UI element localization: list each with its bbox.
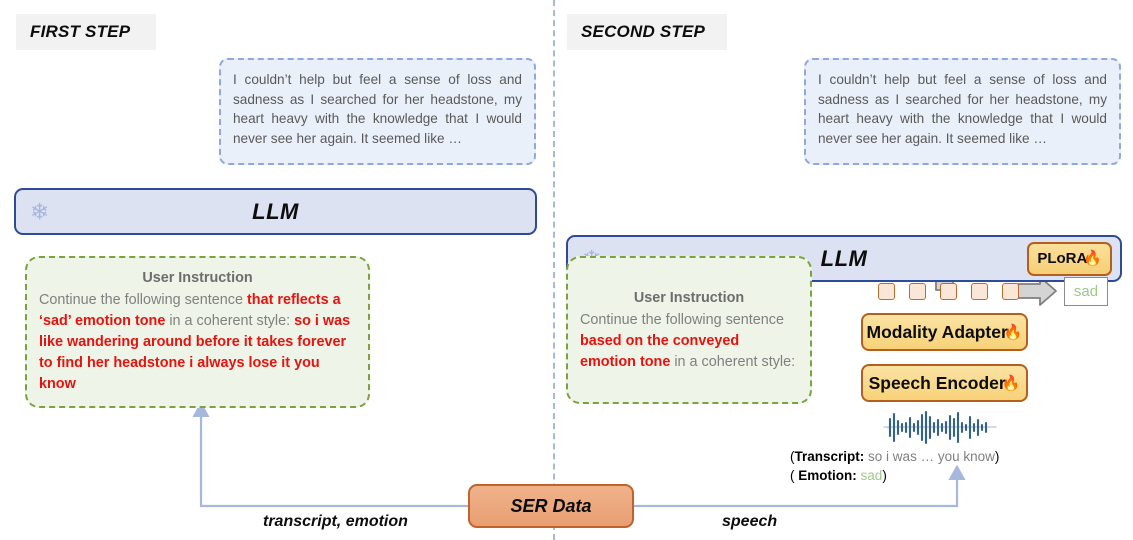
token-square: [878, 283, 895, 300]
left-instruction-seg3: in a coherent style:: [165, 313, 295, 329]
first-step-label: FIRST STEP: [16, 14, 156, 50]
token-square: [1002, 283, 1019, 300]
audio-waveform-icon: [883, 410, 997, 445]
transcript-caption: (Transcript: so i was … you know): [790, 447, 999, 466]
token-square: [909, 283, 926, 300]
token-square: [971, 283, 988, 300]
caption-open-paren: (: [790, 449, 795, 464]
modality-adapter-block: Modality Adapter 🔥: [861, 313, 1028, 351]
plora-badge-label: PLoRA: [1037, 250, 1088, 267]
left-llm-title: LLM: [252, 198, 299, 224]
plora-badge[interactable]: PLoRA 🔥: [1027, 241, 1112, 276]
transcript-key: Transcript:: [794, 449, 865, 464]
right-flow-label: speech: [722, 513, 778, 530]
ser-data-block: SER Data: [468, 484, 634, 528]
emotion-caption: ( Emotion: sad): [790, 466, 999, 485]
right-user-instruction-box: User Instruction Continue the following …: [566, 256, 812, 404]
modality-token-row: [878, 283, 1019, 300]
second-step-label: SECOND STEP: [567, 14, 727, 50]
right-instruction-highlight: based on the conveyed emotion tone: [580, 332, 740, 370]
modality-adapter-label: Modality Adapter: [866, 321, 1008, 342]
left-instruction-seg1: Continue the following sentence: [39, 292, 248, 308]
snowflake-icon: ❄: [30, 198, 50, 224]
step-divider: [553, 0, 555, 540]
caption-close-paren: ): [882, 468, 887, 483]
emotion-key: Emotion:: [798, 468, 857, 483]
left-flow-label: transcript, emotion: [263, 513, 408, 530]
flame-icon: 🔥: [1083, 250, 1102, 267]
right-instruction-title: User Instruction: [633, 289, 745, 306]
left-instruction-highlight-2: so i was like wandering around before it…: [39, 313, 351, 392]
connector-ser-to-left-instruction: [192, 401, 468, 508]
left-user-instruction-box: User Instruction Continue the following …: [25, 256, 370, 408]
left-llm-block: ❄ LLM: [14, 188, 537, 235]
right-instruction-seg3: in a coherent style:: [670, 353, 796, 370]
right-llm-output-box: I couldn’t help but feel a sense of loss…: [804, 58, 1121, 165]
speech-encoder-block: Speech Encoder 🔥: [861, 364, 1028, 402]
speech-encoder-label: Speech Encoder: [868, 372, 1006, 393]
predicted-emotion-box: sad: [1064, 277, 1108, 306]
caption-close-paren: ): [994, 449, 1000, 464]
speech-caption-group: (Transcript: so i was … you know) ( Emot…: [790, 447, 999, 485]
right-llm-title: LLM: [820, 245, 868, 271]
left-llm-output-box: I couldn’t help but feel a sense of loss…: [219, 58, 536, 165]
emotion-value: sad: [860, 468, 883, 483]
token-square: [940, 283, 957, 300]
flame-icon: 🔥: [1001, 374, 1021, 392]
transcript-value: so i was … you know: [868, 449, 995, 464]
left-instruction-highlight-1: that reflects a ‘sad’ emotion tone: [39, 292, 341, 329]
left-instruction-title: User Instruction: [142, 270, 253, 286]
right-instruction-seg1: Continue the following sentence: [580, 311, 785, 328]
flame-icon: 🔥: [1003, 323, 1023, 341]
caption-open-paren: (: [790, 468, 795, 483]
